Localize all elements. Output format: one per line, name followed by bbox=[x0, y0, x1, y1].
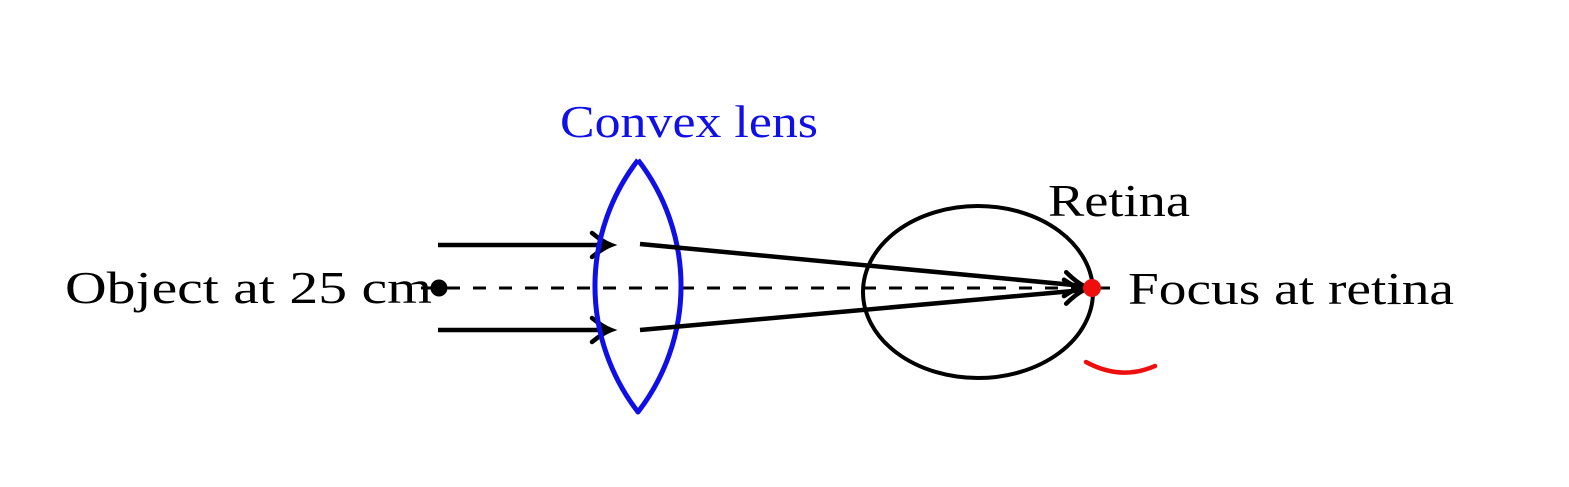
retina-label: Retina bbox=[1048, 175, 1190, 226]
incident-ray-lower bbox=[438, 315, 618, 345]
lens-label: Convex lens bbox=[560, 96, 818, 147]
refracted-ray-lower-line bbox=[639, 287, 1085, 333]
convex-lens-outline bbox=[592, 158, 684, 415]
object-label: Object at 25 cm bbox=[65, 262, 432, 313]
refracted-ray-upper-line bbox=[639, 241, 1085, 289]
focus-point bbox=[1083, 279, 1101, 297]
retina-highlight-arc bbox=[1083, 359, 1158, 375]
incident-ray-upper bbox=[438, 230, 618, 260]
focus-label: Focus at retina bbox=[1128, 263, 1454, 314]
object-point bbox=[430, 279, 448, 297]
